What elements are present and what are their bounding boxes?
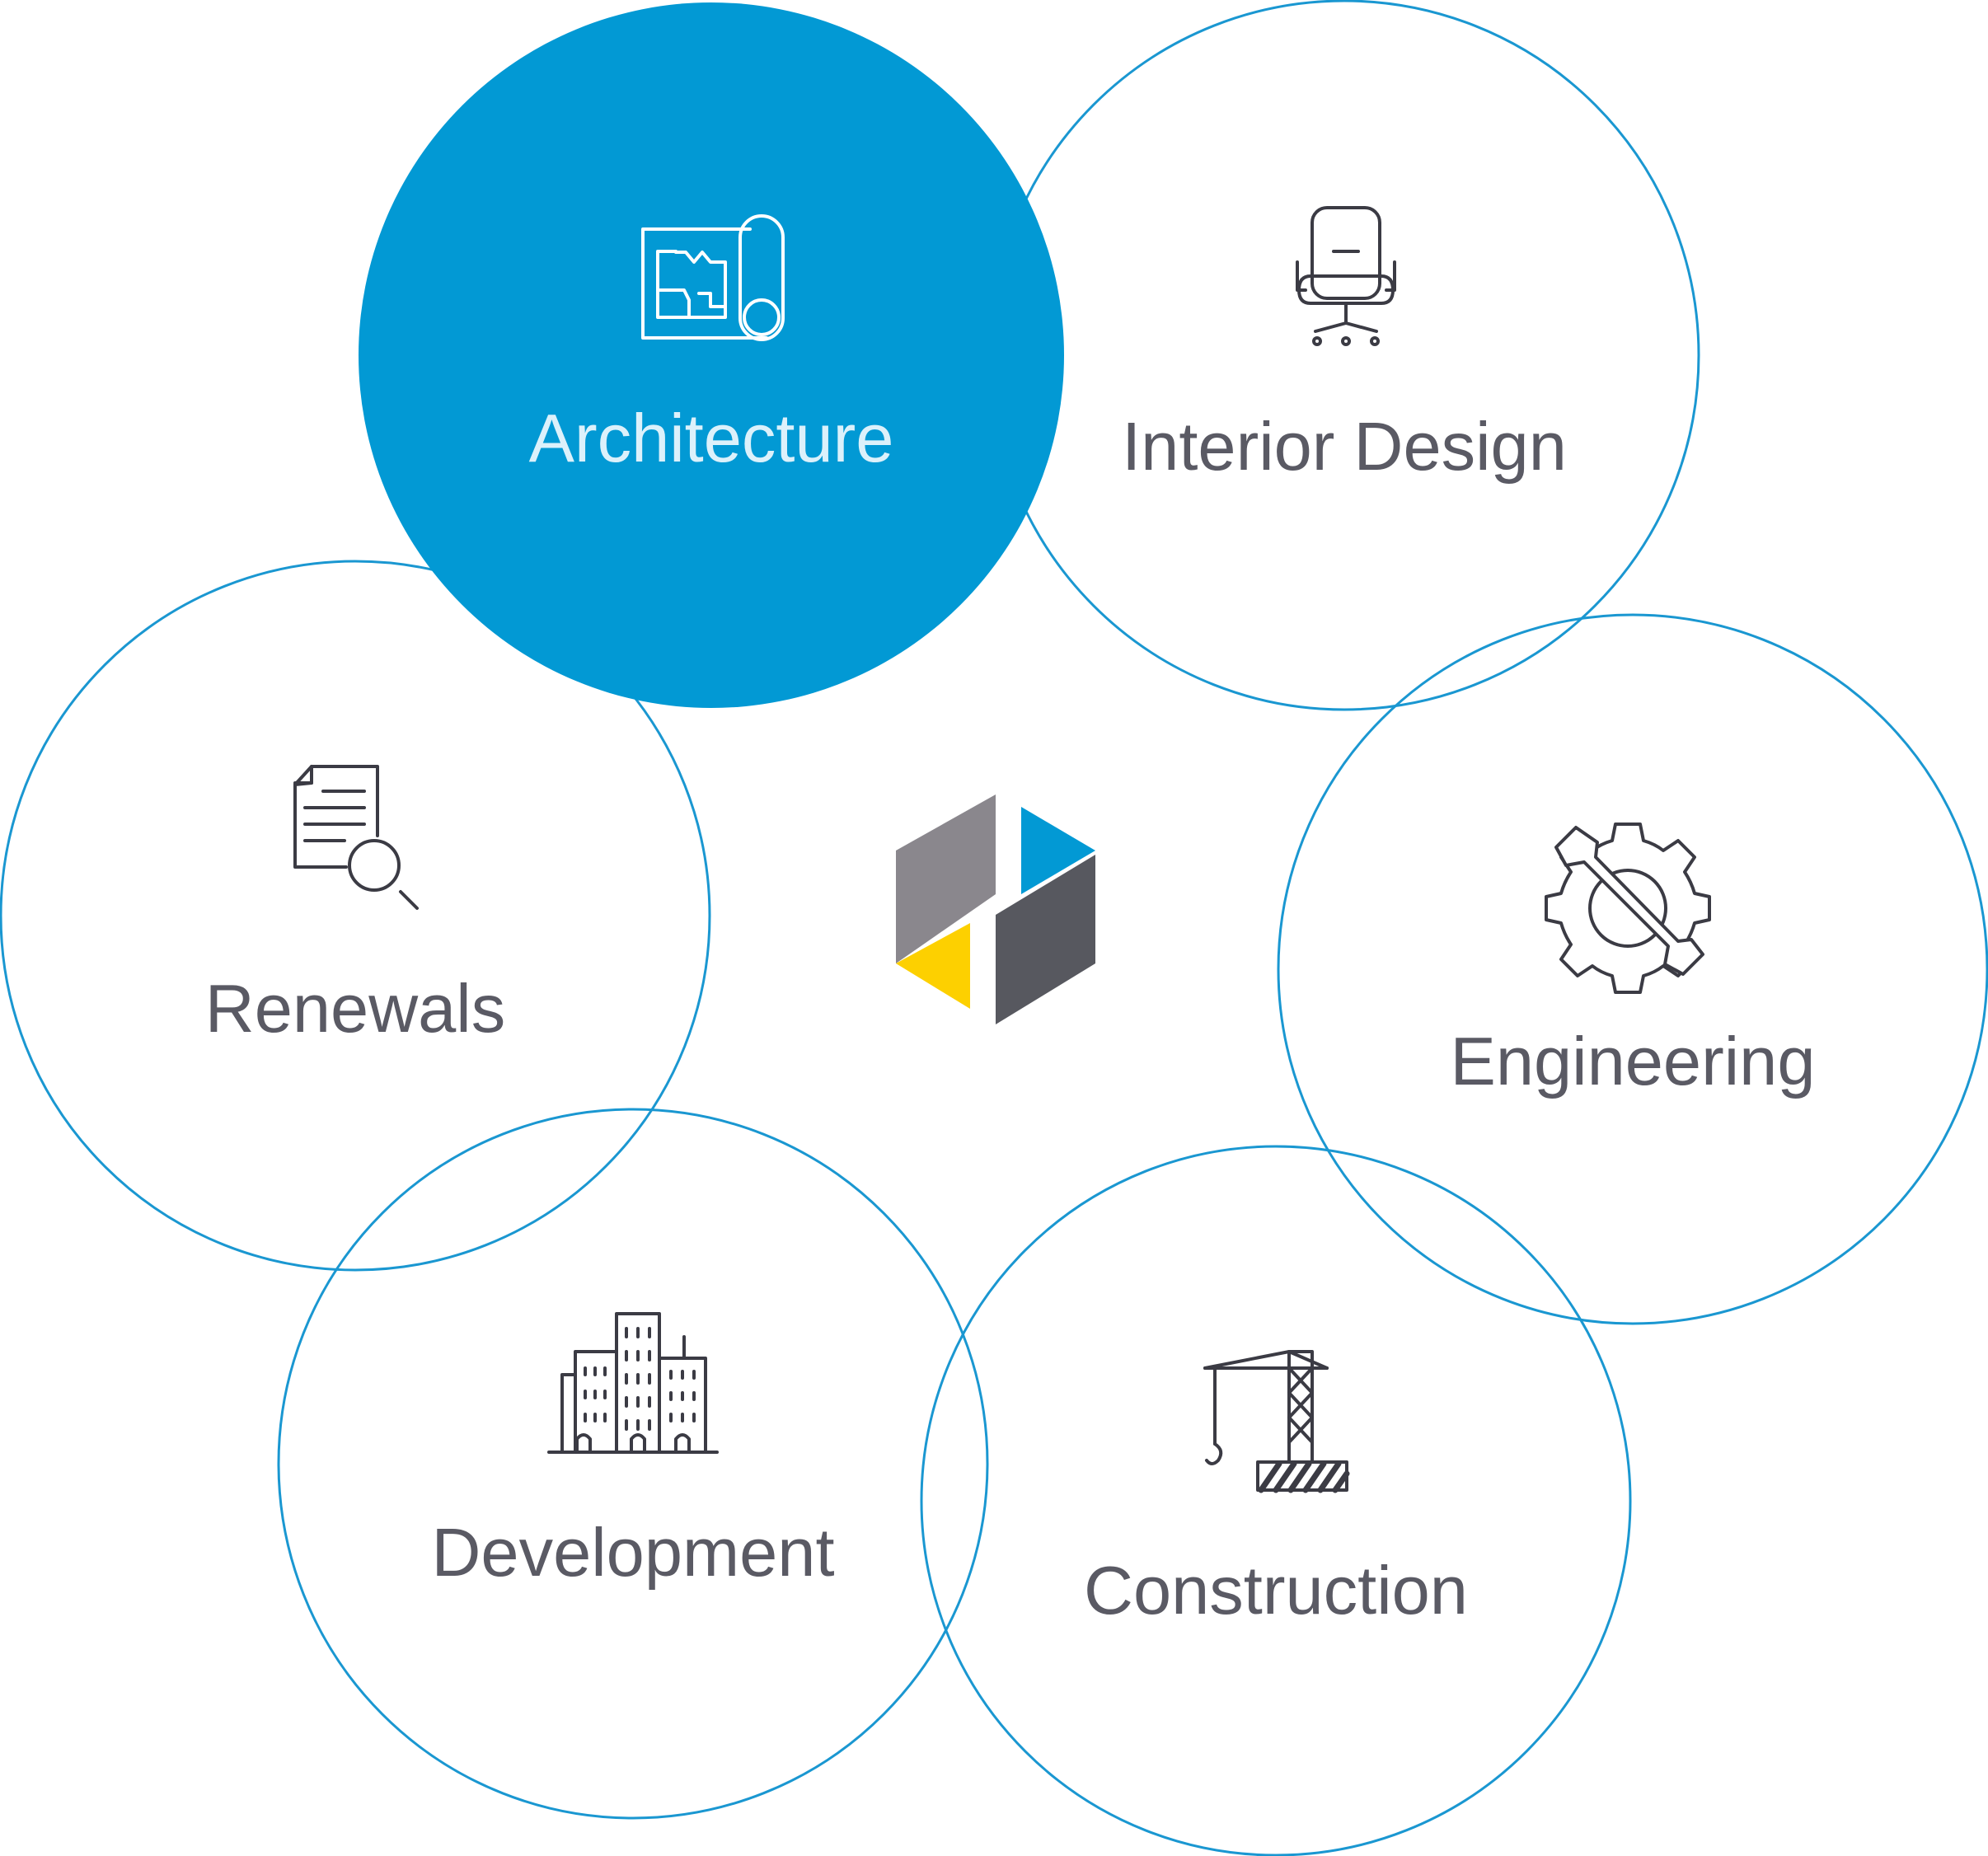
engineering-circle[interactable] (1277, 613, 1988, 1325)
engineering-label: Engineering (1450, 1023, 1815, 1099)
hexagon-logo-icon (896, 794, 1095, 1024)
interior-design-circle[interactable] (988, 0, 1700, 711)
gear-wrench-icon (1545, 823, 1711, 994)
crane-icon (1203, 1350, 1350, 1493)
development-circle[interactable] (277, 1108, 989, 1820)
construction-label: Construction (1084, 1552, 1468, 1629)
architecture-circle[interactable] (359, 2, 1064, 708)
office-chair-icon (1296, 206, 1396, 346)
development-label: Development (431, 1514, 834, 1591)
city-buildings-icon (547, 1312, 719, 1454)
renewals-circle[interactable] (0, 560, 711, 1272)
blueprint-icon (641, 214, 785, 341)
interior-design-label: Interior Design (1122, 408, 1567, 485)
architecture-label: Architecture (529, 400, 894, 476)
construction-circle[interactable] (920, 1145, 1632, 1856)
document-search-icon (293, 765, 419, 910)
renewals-label: Renewals (205, 970, 505, 1047)
